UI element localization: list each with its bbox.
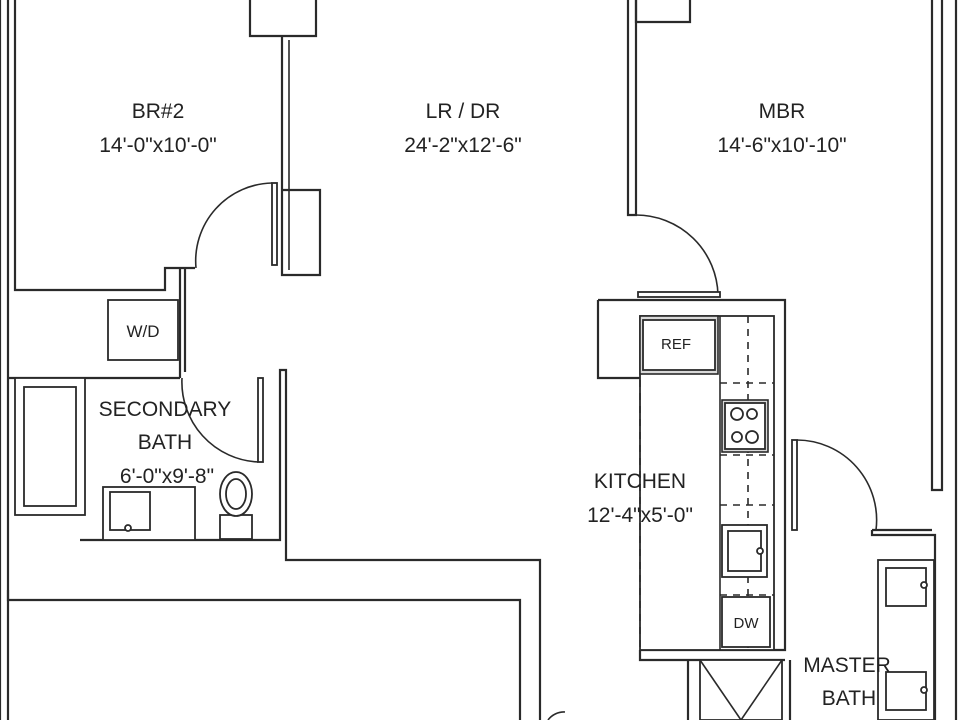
room-labels: BR#2 14'-0"x10'-0" LR / DR 24'-2"x12'-6"… bbox=[99, 100, 891, 710]
shower bbox=[699, 659, 783, 720]
master-bath-door-leaf bbox=[791, 439, 798, 531]
bath-door-swing bbox=[181, 377, 259, 463]
bath-sink bbox=[109, 491, 151, 531]
master-bedroom-walls bbox=[626, 0, 932, 532]
master-bath-door-swing bbox=[796, 439, 878, 531]
bath-door-leaf bbox=[257, 377, 264, 463]
mbr-name: MBR bbox=[759, 100, 806, 123]
kitchen-name: KITCHEN bbox=[594, 470, 686, 493]
kitchen-dims: 12'-4"x5'-0" bbox=[587, 504, 693, 527]
lrdr-name: LR / DR bbox=[426, 100, 501, 123]
bath-east-wall bbox=[80, 368, 542, 720]
mbr-door-leaf bbox=[637, 291, 721, 298]
mbr-dims: 14'-6"x10'-10" bbox=[717, 134, 846, 157]
master-sink-1 bbox=[885, 567, 927, 607]
washer-dryer-label: W/D bbox=[126, 322, 159, 341]
br2-lr-partition bbox=[280, 36, 322, 277]
washer-dryer-closet: W/D bbox=[107, 268, 187, 378]
dishwasher bbox=[721, 596, 771, 648]
master-bath-name-1: MASTER bbox=[803, 654, 891, 677]
lrdr-dims: 24'-2"x12'-6" bbox=[404, 134, 522, 157]
dishwasher-label: DW bbox=[734, 615, 760, 632]
mbr-door-swing bbox=[635, 214, 719, 296]
br2-south-wall bbox=[13, 0, 195, 292]
mbr-column bbox=[634, 0, 692, 24]
br2-dims: 14'-0"x10'-0" bbox=[99, 134, 217, 157]
secondary-bath-walls bbox=[6, 368, 542, 720]
mbr-west-wall bbox=[626, 0, 638, 217]
washer-dryer bbox=[107, 299, 179, 361]
secondary-bath-name-1: SECONDARY bbox=[99, 398, 232, 421]
lower-wall bbox=[6, 590, 522, 720]
master-bath-area bbox=[547, 439, 937, 720]
burner-icon bbox=[731, 431, 743, 443]
bedroom-2-walls bbox=[13, 0, 322, 292]
burner-icon bbox=[745, 430, 759, 444]
br2-name: BR#2 bbox=[132, 100, 185, 123]
toilet-tank bbox=[219, 514, 253, 540]
burner-icon bbox=[746, 408, 758, 420]
refrigerator-label: REF bbox=[661, 336, 691, 353]
kitchen-area: REF DW bbox=[596, 298, 787, 662]
secondary-bath-name-2: BATH bbox=[138, 431, 192, 454]
master-bath-name-2: BATH bbox=[822, 687, 876, 710]
master-sink-2 bbox=[885, 671, 927, 711]
br2-door-swing bbox=[194, 182, 273, 269]
secondary-bath-dims: 6'-0"x9'-8" bbox=[120, 465, 214, 488]
burner-icon bbox=[730, 407, 744, 421]
east-exterior-wall bbox=[930, 0, 944, 492]
br2-column bbox=[248, 0, 318, 38]
br2-door-leaf bbox=[271, 182, 278, 266]
